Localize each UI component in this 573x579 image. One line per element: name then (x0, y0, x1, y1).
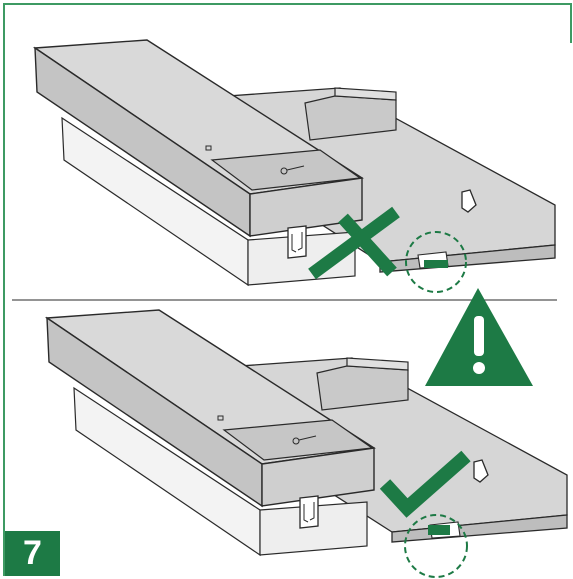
frame-corner-accent (570, 3, 572, 43)
cross-icon (308, 206, 400, 280)
step-number-badge: 7 (5, 531, 60, 576)
callout-circle-correct (404, 514, 468, 578)
callout-circle-incorrect (405, 231, 467, 293)
checkmark-icon (379, 450, 471, 518)
latch-green-correct (428, 525, 450, 535)
figure-frame (3, 3, 570, 576)
warning-triangle-icon (425, 288, 533, 386)
device-incorrect (34, 39, 556, 286)
latch-green-incorrect (424, 260, 448, 268)
